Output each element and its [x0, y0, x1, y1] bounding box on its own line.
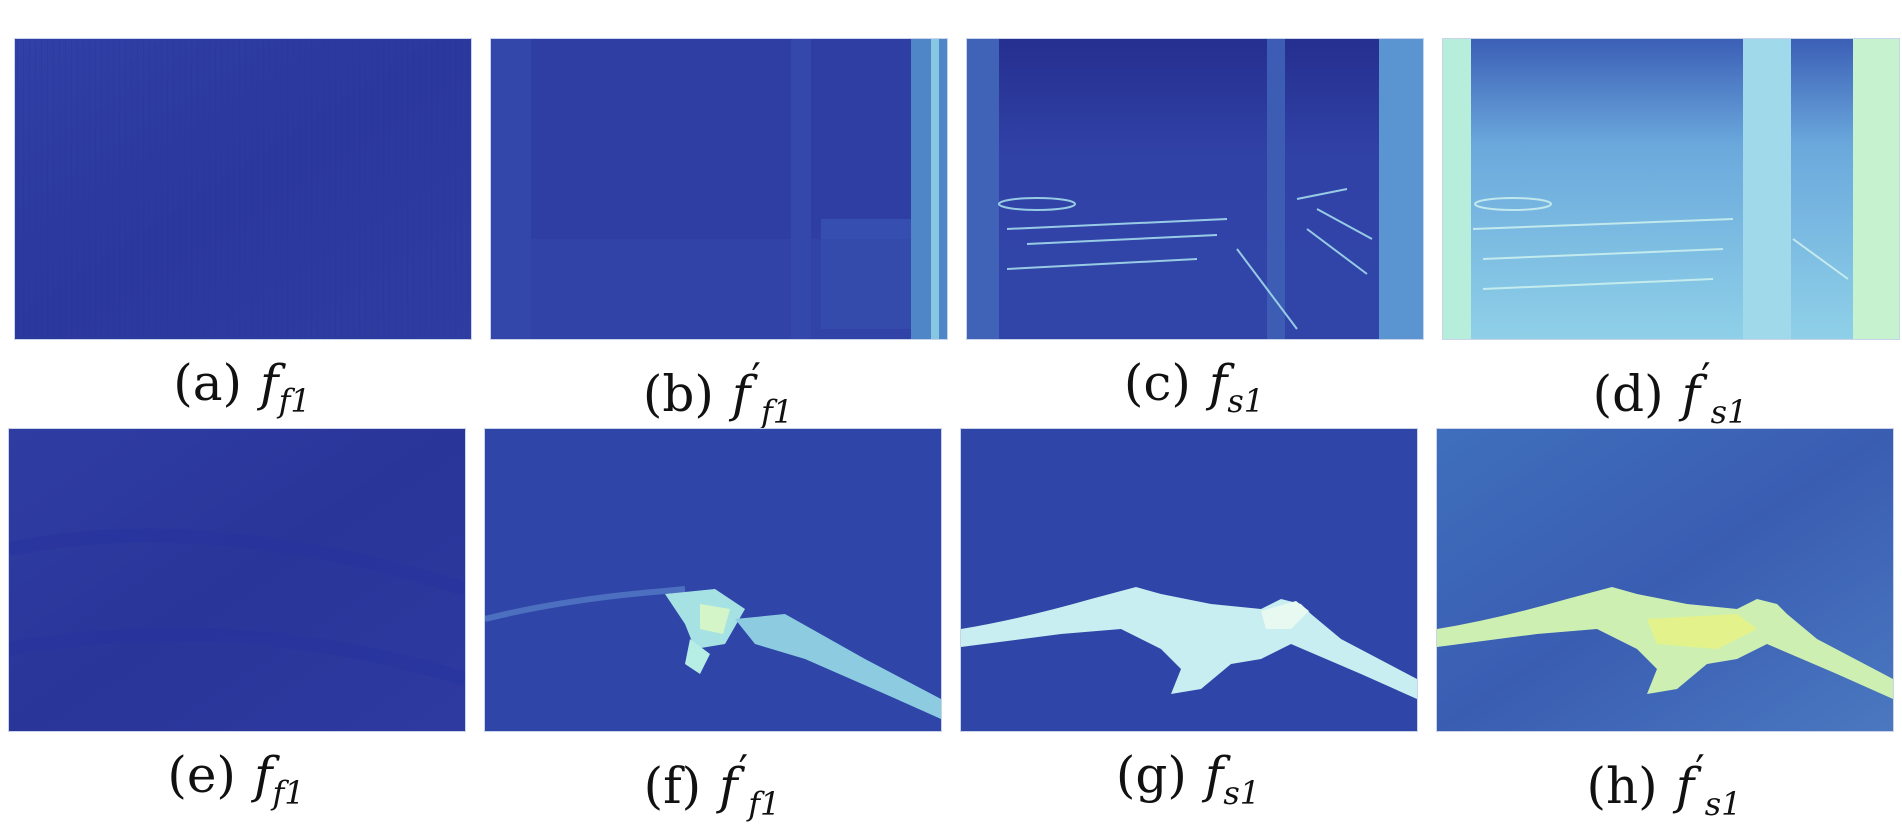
panel-g-image [960, 428, 1418, 732]
heatmap-h [1437, 429, 1893, 731]
caption-b-prime: ′ [751, 354, 761, 403]
caption-c-label: (c) [1123, 354, 1191, 412]
caption-c-symbol: f [1208, 354, 1228, 412]
panel-d-image [1442, 38, 1900, 340]
caption-d-subscript: s1 [1710, 393, 1748, 431]
caption-g-label: (g) [1115, 746, 1187, 804]
caption-b-symbol: f [731, 365, 751, 423]
caption-f-symbol: f [719, 757, 738, 815]
caption-c: (c)fs1 [966, 358, 1422, 417]
panel-b-image [490, 38, 948, 340]
panel-c-image [966, 38, 1424, 340]
caption-g: (g)fs1 [960, 750, 1416, 809]
caption-b-label: (b) [642, 365, 714, 423]
heatmap-g [961, 429, 1417, 731]
heatmap-c [967, 39, 1423, 339]
caption-c-subscript: s1 [1227, 382, 1265, 420]
caption-b: (b)f′f1 [490, 358, 946, 431]
panel-f-image [484, 428, 942, 732]
caption-d: (d)f′s1 [1442, 358, 1898, 431]
caption-d-label: (d) [1592, 365, 1664, 423]
caption-b-subscript: f1 [760, 393, 794, 431]
caption-h-symbol: f [1675, 757, 1695, 815]
caption-d-symbol: f [1681, 365, 1701, 423]
caption-e-symbol: f [253, 746, 273, 804]
caption-a-symbol: f [260, 354, 279, 412]
heatmap-a [15, 39, 471, 339]
caption-f-subscript: f1 [748, 785, 781, 823]
caption-e-label: (e) [167, 746, 236, 804]
caption-h: (h)f′s1 [1436, 750, 1892, 823]
caption-a-label: (a) [173, 354, 243, 412]
caption-d-prime: ′ [1701, 354, 1711, 403]
caption-f-label: (f) [643, 757, 702, 815]
caption-g-subscript: s1 [1223, 774, 1261, 812]
caption-e-subscript: f1 [272, 774, 305, 812]
caption-h-label: (h) [1586, 757, 1658, 815]
caption-f: (f)f′f1 [484, 750, 940, 823]
caption-h-prime: ′ [1695, 746, 1705, 795]
heatmap-e [9, 429, 465, 731]
heatmap-f [485, 429, 941, 731]
caption-h-subscript: s1 [1704, 785, 1742, 823]
caption-f-prime: ′ [738, 746, 749, 795]
panel-e-image [8, 428, 466, 732]
panel-h-image [1436, 428, 1894, 732]
caption-a: (a)ff1 [14, 358, 470, 417]
caption-g-symbol: f [1204, 746, 1224, 804]
caption-a-subscript: f1 [278, 382, 311, 420]
heatmap-b [491, 39, 947, 339]
heatmap-d [1443, 39, 1899, 339]
caption-e: (e)ff1 [8, 750, 464, 809]
panel-a-image [14, 38, 472, 340]
